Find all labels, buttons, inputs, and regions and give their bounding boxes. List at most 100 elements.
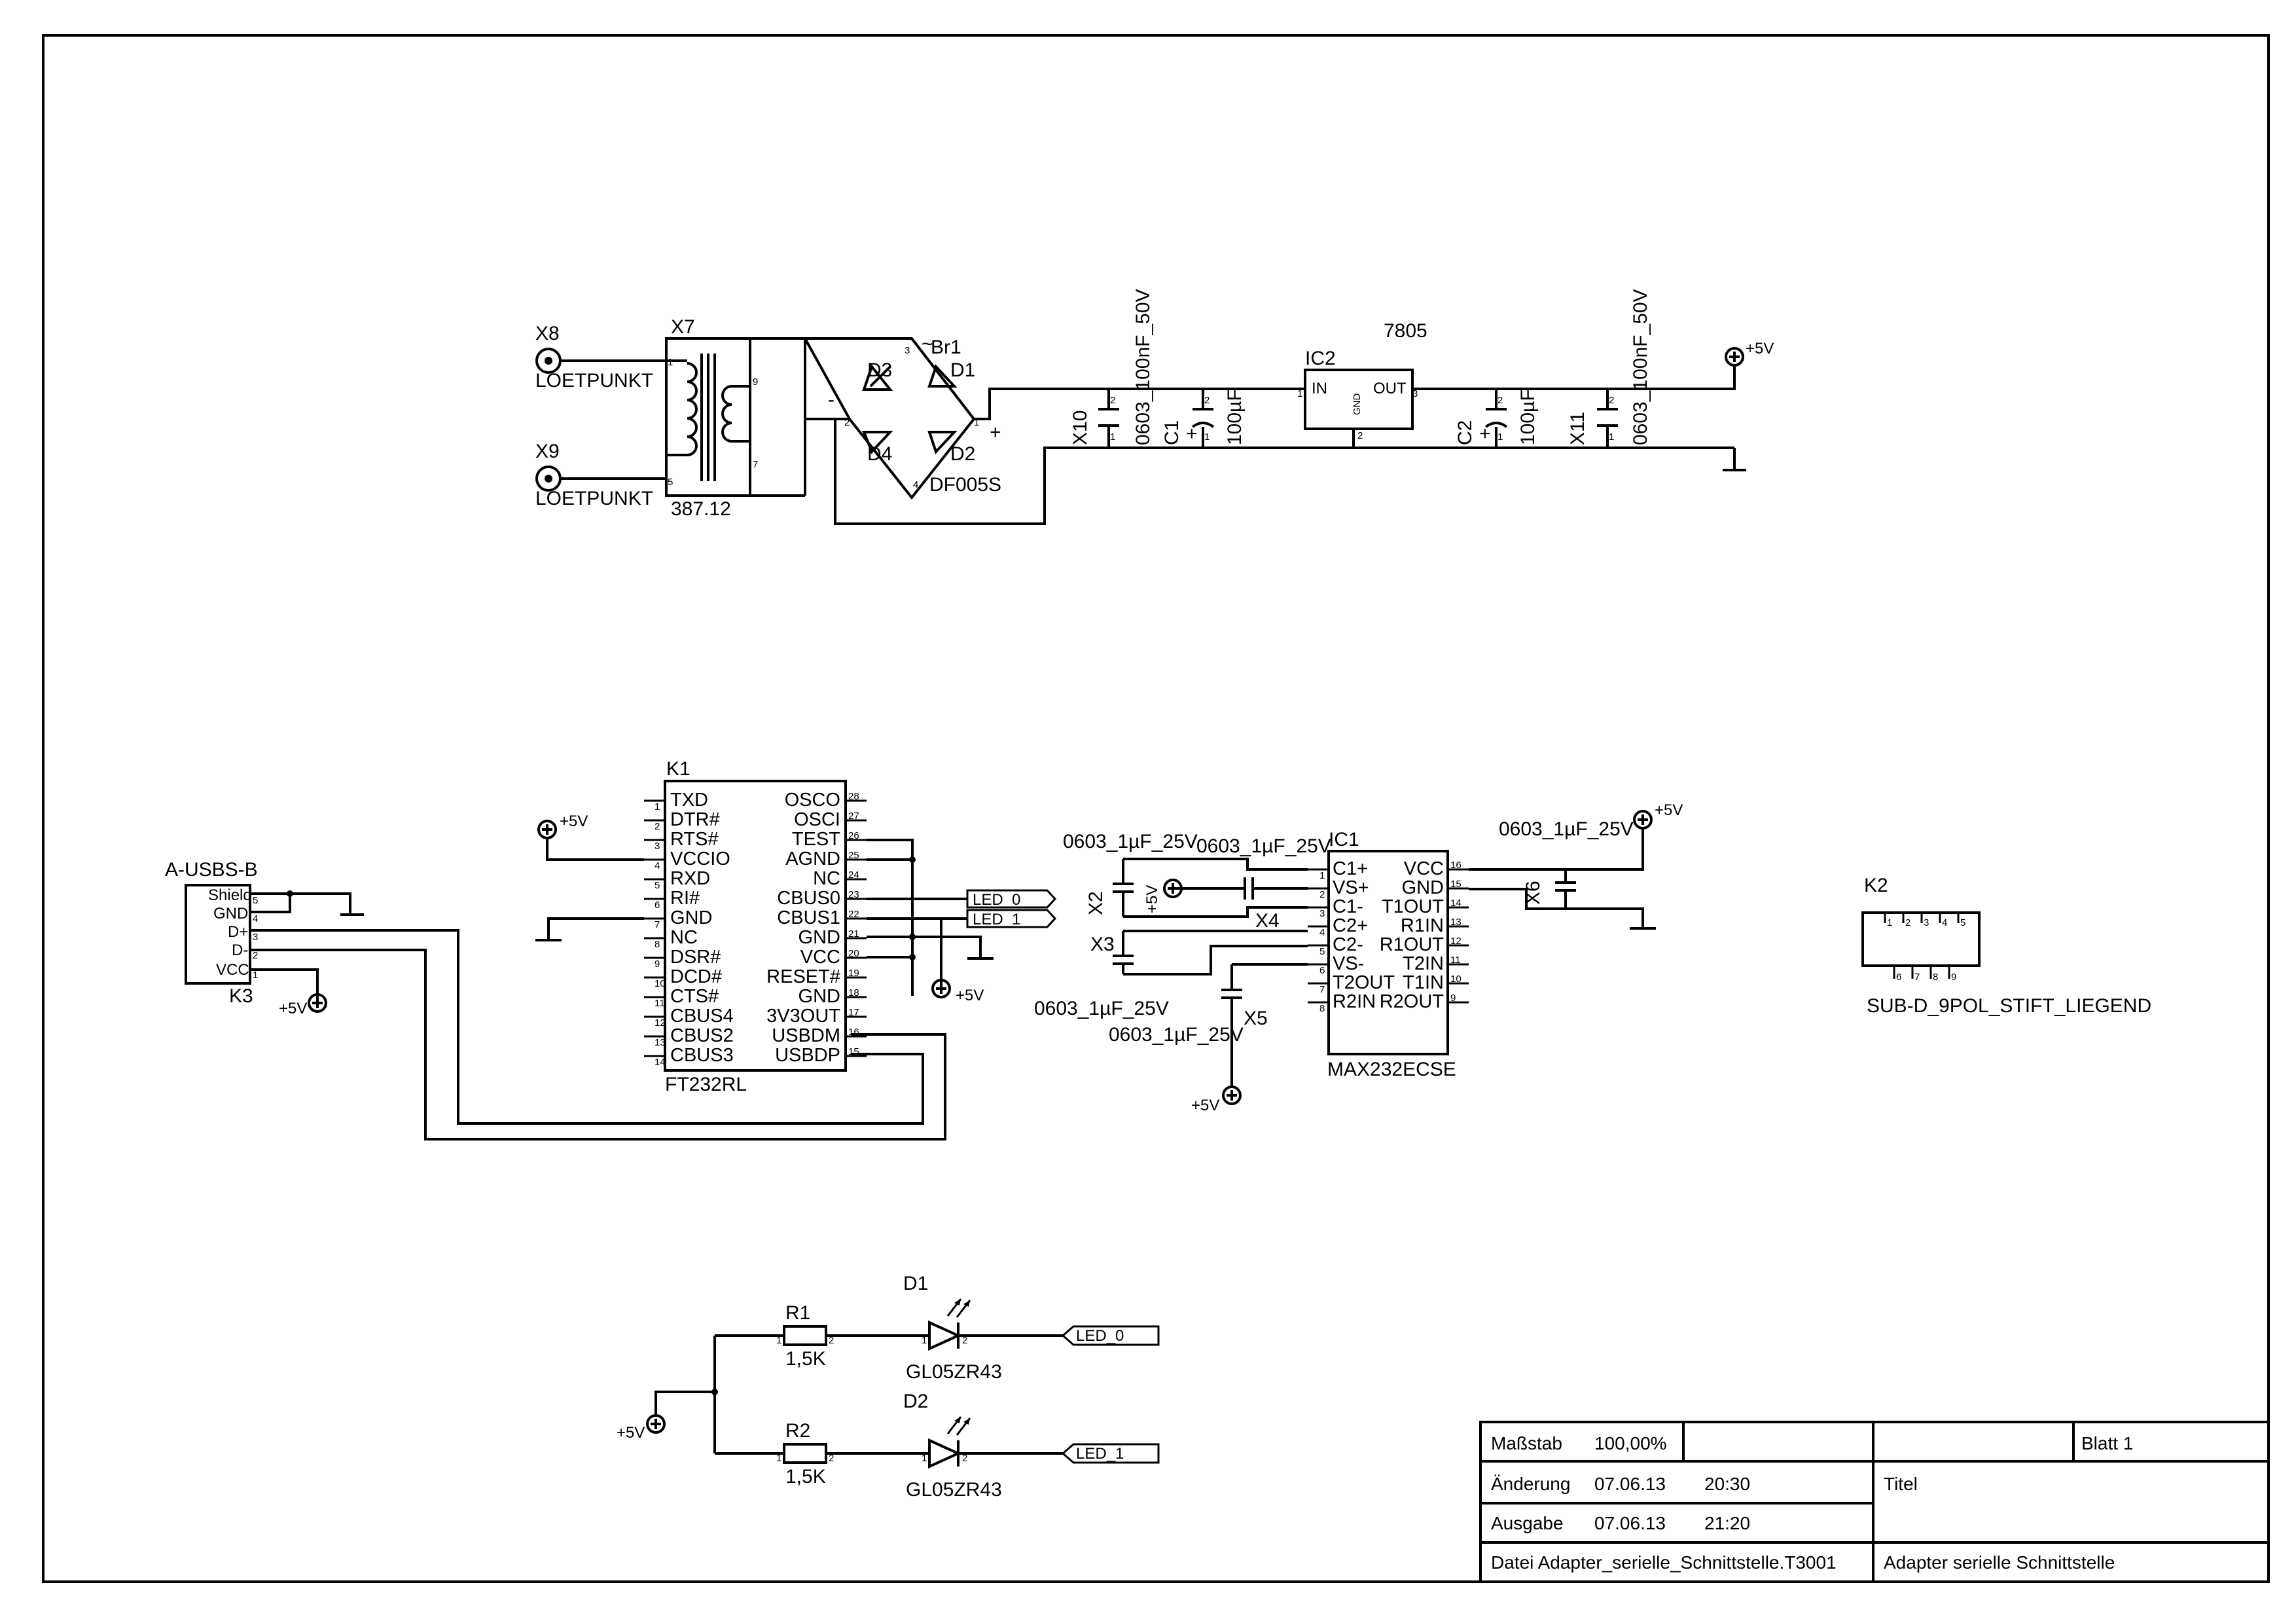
ic2-value: 7805 [1384, 320, 1427, 342]
svg-text:4: 4 [253, 913, 258, 924]
ft232-pin-num: 20 [848, 948, 859, 959]
svg-text:2: 2 [1357, 430, 1363, 441]
ft232-pin-num: 7 [655, 919, 660, 930]
d1-value: GL05ZR43 [906, 1361, 1002, 1383]
ft232-pin-num: 12 [655, 1017, 666, 1029]
tb-blatt: Blatt 1 [2081, 1433, 2133, 1453]
subd-pin-2: 2 [1905, 917, 1910, 928]
svg-text:1: 1 [1297, 388, 1302, 399]
x9-ref: X9 [535, 441, 560, 462]
svg-text:3: 3 [905, 345, 910, 356]
ft232-rpin-11: 3V3OUT [766, 1006, 840, 1027]
capacitor-x11[interactable]: 21 X11 0603_100nF_50V [1567, 289, 1651, 448]
capacitor-c1[interactable]: 21 + C1 100µF [1161, 389, 1246, 448]
ft232-rpin-1: OSCI [794, 809, 840, 830]
subd-pin-4: 4 [1942, 917, 1947, 928]
ic1-ref: IC1 [1329, 829, 1359, 850]
x8-value: LOETPUNKT [535, 370, 653, 392]
x10-value: 0603_100nF_50V [1132, 289, 1154, 445]
vcc-symbol-max232: +5V [1633, 801, 1683, 830]
tb-aenderung-label: Änderung [1491, 1474, 1570, 1494]
svg-text:1: 1 [1498, 431, 1503, 443]
ft232-pin-2: RTS# [670, 829, 719, 850]
svg-text:2: 2 [962, 1453, 967, 1464]
svg-text:+5V: +5V [1655, 801, 1683, 819]
svg-text:+5V: +5V [1143, 885, 1161, 913]
max232-ic1[interactable]: IC1 MAX232ECSE C1+1VS+2C1-3C2+4C2-5VS-6T… [1308, 829, 1469, 1080]
tb-titel-label: Titel [1884, 1474, 1918, 1494]
solder-point-x8[interactable]: X8 LOETPUNKT [535, 323, 653, 392]
usb-pin-vcc: VCC [216, 961, 249, 979]
vcc-symbol-usb: +5V [279, 993, 327, 1017]
svg-text:7: 7 [753, 459, 758, 470]
max232-pin-1: VS+ [1333, 877, 1369, 898]
capacitor-x2[interactable]: 0603_1µF_25V X2 [1063, 831, 1198, 917]
svg-text:2: 2 [844, 417, 850, 428]
ic2-ref: IC2 [1305, 348, 1336, 369]
x10-ref: X10 [1069, 410, 1091, 445]
max232-pin-num: 9 [1450, 993, 1456, 1004]
ft232-pin-num: 14 [655, 1057, 666, 1068]
max232-rpin-5: T2IN [1403, 953, 1444, 974]
capacitor-c2[interactable]: 21 + C2 100µF [1454, 389, 1539, 448]
x5-ref: X5 [1244, 1008, 1268, 1029]
ft232-pin-num: 23 [848, 889, 859, 900]
svg-text:3: 3 [253, 932, 258, 943]
max232-pin-4: C2- [1333, 934, 1363, 955]
ft232-pin-num: 6 [655, 900, 660, 911]
ft232-pin-0: TXD [670, 790, 708, 811]
ft232-rpin-9: RESET# [766, 966, 840, 987]
capacitor-x6[interactable]: 0603_1µF_25V X6 [1499, 818, 1634, 909]
svg-text:LED_1: LED_1 [973, 911, 1020, 928]
br1-d2: D2 [950, 443, 975, 465]
capacitor-x5[interactable]: X5 0603_1µF_25V [1109, 964, 1268, 1087]
svg-text:1: 1 [668, 357, 673, 368]
subd-pin-7: 7 [1914, 972, 1920, 983]
x11-ref: X11 [1567, 412, 1588, 445]
solder-point-x9[interactable]: X9 LOETPUNKT [535, 441, 653, 509]
ft232-rpin-4: NC [813, 868, 840, 889]
x6-value: 0603_1µF_25V [1499, 818, 1634, 840]
ft232-pin-num: 21 [848, 928, 859, 939]
svg-text:2: 2 [829, 1335, 834, 1346]
capacitor-x4[interactable]: 0603_1µF_25V X4 [1173, 835, 1331, 932]
ft232-pin-num: 16 [848, 1027, 859, 1038]
max232-pin-num: 12 [1450, 936, 1462, 947]
ft232-pin-num: 22 [848, 909, 859, 920]
svg-text:2: 2 [1110, 395, 1115, 406]
ft232rl-k1[interactable]: K1 FT232RL TXD1DTR#2RTS#3VCCIO4RXD5RI#6G… [644, 758, 867, 1095]
max232-pin-num: 3 [1319, 908, 1325, 919]
usb-pin-dminus: D- [232, 941, 248, 959]
ft232-pin-num: 3 [655, 841, 660, 852]
max232-rpin-7: R2OUT [1380, 991, 1444, 1012]
net-label-led1: LED_1 [1061, 1443, 1160, 1464]
x3-ref: X3 [1090, 934, 1115, 955]
ft232-rpin-8: VCC [800, 947, 840, 968]
max232-pin-num: 13 [1450, 917, 1462, 928]
usb-connector-k3[interactable]: A-USBS-B K3 Shield GND D+ D- VCC 5 4 3 2… [165, 859, 258, 1007]
max232-rpin-1: GND [1402, 877, 1444, 898]
svg-text:3: 3 [1412, 388, 1418, 399]
ft232-pin-4: RXD [670, 868, 710, 889]
tb-aenderung-time: 20:30 [1704, 1474, 1750, 1494]
svg-text:1: 1 [776, 1453, 781, 1464]
svg-text:9: 9 [753, 376, 758, 388]
bridge-rectifier-br1[interactable]: ~ Br1 D1 D2 D3 D4 DF005S + - 31 24 [802, 333, 1001, 500]
vcc-symbol-ft232: +5V [537, 812, 588, 839]
x2-value: 0603_1µF_25V [1063, 831, 1198, 852]
ft232-pin-7: NC [670, 927, 698, 948]
ft232-rpin-0: OSCO [785, 790, 840, 811]
capacitor-x10[interactable]: 21 X10 0603_100nF_50V [1069, 289, 1154, 448]
transformer-x7[interactable]: 15 97 X7 387.12 [665, 316, 758, 520]
svg-text:LED_0: LED_0 [973, 891, 1020, 909]
ft232-pin-num: 26 [848, 830, 859, 841]
k2-ref: K2 [1864, 875, 1888, 896]
ft232-pin-10: CTS# [670, 986, 719, 1007]
power-supply-section: X8 LOETPUNKT X9 LOETPUNKT 15 97 X7 387.1… [535, 289, 1774, 525]
c1-value: 100µF [1224, 389, 1246, 445]
capacitor-x3[interactable]: X3 0603_1µF_25V [1034, 931, 1169, 1019]
